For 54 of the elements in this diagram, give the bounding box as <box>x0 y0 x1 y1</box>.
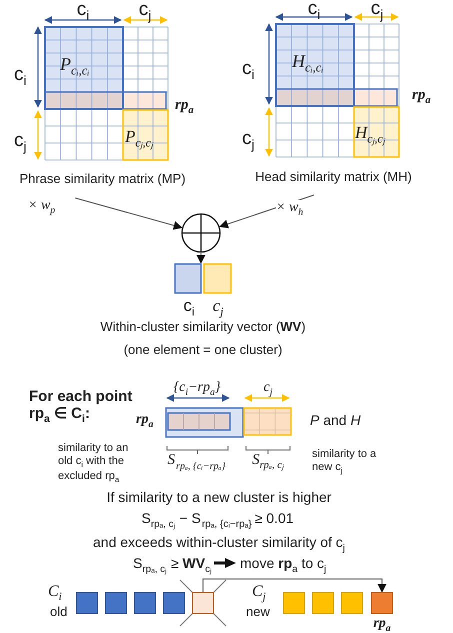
matrix-note: P and H <box>310 412 361 428</box>
similarity-label: S$_{rpₐ, cⱼ}$ <box>252 452 284 472</box>
note: similarity to a new c$_{j}$ <box>312 448 378 476</box>
arrow <box>196 252 206 264</box>
row-label: rp$_{a}$ <box>412 87 431 108</box>
cluster-label: C$_{i}$ <box>48 583 62 604</box>
vector-caption: (one element = one cluster) <box>122 342 284 357</box>
matrix-caption: Phrase similarity matrix (MP) <box>18 171 187 186</box>
dimension-label: c$_{i}$ <box>308 0 320 22</box>
dimension-label: {c$_{i}$−rp$_{a}$} <box>174 380 220 398</box>
condition-text: If similarity to a new cluster is higher <box>106 489 332 506</box>
vector-caption: Within-cluster similarity vector (WV) <box>99 319 307 334</box>
action-text: move rp$_{a}$ to c$_{j}$ <box>240 555 326 576</box>
note: similarity to an old c$_{i}$ with the excluded rp$_{a}$ <box>58 442 130 485</box>
cluster-square <box>371 592 393 614</box>
cluster-label: new <box>246 605 270 620</box>
cluster-square <box>76 592 98 614</box>
subscript-label: rpₐ, {cᵢ−rpₐ} <box>202 519 252 530</box>
dimension-label: c$_{j}$ <box>138 0 152 24</box>
cluster-label: old <box>50 605 68 620</box>
dimension-label: c$_{i}$ <box>76 0 90 24</box>
arrow <box>74 198 183 230</box>
cluster-label: C$_{j}$ <box>252 583 266 604</box>
dimension-label: c$_{j}$ <box>14 130 26 154</box>
arrow <box>202 578 386 593</box>
submatrix-label: P$_{cⱼ,cⱼ}$ <box>125 127 153 150</box>
submatrix-label: P$_{cᵢ,cᵢ}$ <box>60 54 90 78</box>
formula: S$_{rpₐ, cⱼ}$ ≥ WV$_{cⱼ}$ <box>133 555 212 576</box>
cluster-square <box>312 592 334 614</box>
dimension-label: c$_{i}$ <box>242 58 254 82</box>
heading: For each point rp$_{a}$ ∈ C$_{i}$: <box>29 388 134 426</box>
dimension-label: c$_{j}$ <box>370 0 384 22</box>
cluster-square <box>163 592 185 614</box>
cluster-square <box>105 592 127 614</box>
cluster-square <box>134 592 156 614</box>
submatrix-label: H$_{cᵢ,cᵢ}$ <box>292 51 324 76</box>
cluster-square <box>283 592 305 614</box>
element-label: c$_{j}$ <box>212 296 224 320</box>
dimension-label: c$_{j}$ <box>242 128 254 152</box>
formula: ≥ 0.01 <box>254 510 294 526</box>
subscript-label: rpₐ, {cᵢ−rpₐ} <box>176 461 226 472</box>
cluster-square <box>192 592 214 614</box>
element-label: c$_{i}$ <box>183 296 195 320</box>
matrix-caption: Head similarity matrix (MH) <box>254 169 413 184</box>
dimension-label: c$_{j}$ <box>264 380 272 398</box>
condition-text: and exceeds within-cluster similarity of c$_{j}$ <box>93 534 345 554</box>
cluster-square <box>341 592 363 614</box>
submatrix-label: H$_{cⱼ,cⱼ}$ <box>355 123 385 146</box>
point-label: rp$_{a}$ <box>373 616 391 633</box>
formula: S$_{rpₐ, cⱼ}$ − S <box>141 510 201 530</box>
row-label: rp$_{a}$ <box>136 412 154 430</box>
dimension-label: c$_{i}$ <box>14 64 26 88</box>
similarity-label: S <box>168 452 176 470</box>
row-label: rp$_{a}$ <box>175 97 194 118</box>
